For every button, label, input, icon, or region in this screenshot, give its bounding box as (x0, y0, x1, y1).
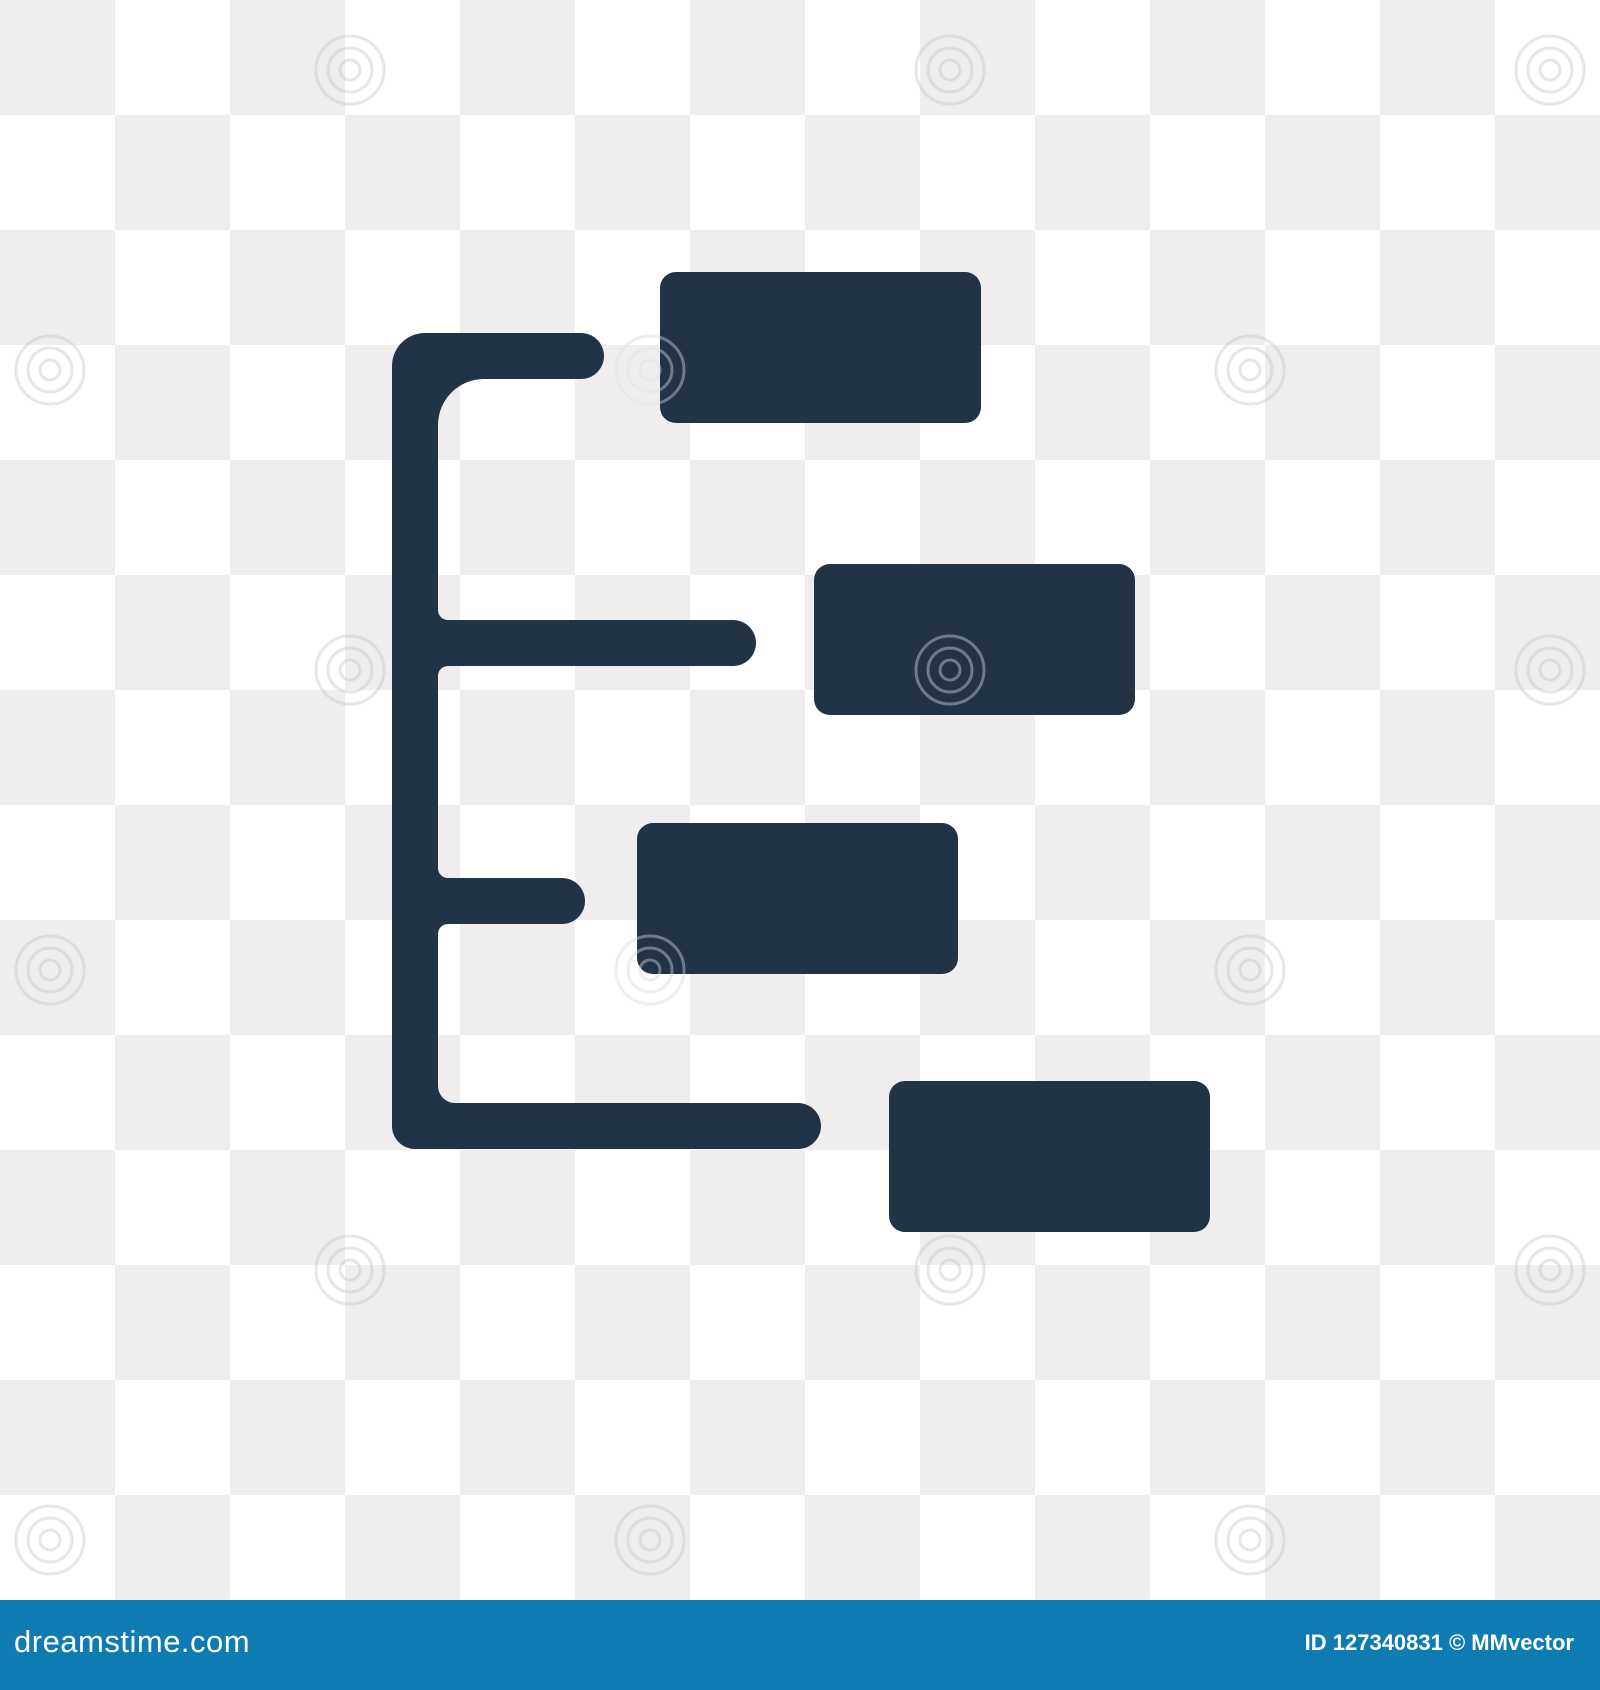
watermark-spiral-icon (1514, 1234, 1586, 1306)
watermark-spiral-icon (314, 34, 386, 106)
watermark-spiral-icon (1514, 34, 1586, 106)
footer-bar: dreamstime.com ID 127340831 © MMvector (0, 1600, 1600, 1690)
footer-image-id: ID 127340831 © MMvector (1304, 1630, 1574, 1655)
tree-node-box-1 (660, 272, 981, 423)
hierarchy-tree-icon (392, 272, 1210, 1232)
watermark-spiral-icon (1214, 934, 1286, 1006)
tree-node-box-2 (814, 564, 1135, 715)
footer-site-name: dreamstime.com (14, 1624, 251, 1659)
watermark-spiral-icon (614, 1504, 686, 1576)
watermark-spiral-icon (1214, 334, 1286, 406)
watermark-spiral-icon (914, 634, 986, 706)
watermark-spiral-icon (614, 334, 686, 406)
watermark-spiral-icon (314, 1234, 386, 1306)
watermark-spiral-icon (1514, 634, 1586, 706)
watermark-spiral-icon (14, 934, 86, 1006)
watermark-spiral-icon (14, 334, 86, 406)
watermark-spiral-icon (914, 34, 986, 106)
checkerboard-background (0, 0, 1600, 1600)
watermark-overlay-spirals (614, 334, 986, 1006)
watermark-spiral-icon (314, 634, 386, 706)
tree-connector-lines (392, 333, 821, 1149)
watermark-layer (14, 34, 1586, 1576)
watermark-spiral-icon (1214, 1504, 1286, 1576)
tree-node-box-3 (637, 823, 958, 974)
watermark-spiral-icon (14, 1504, 86, 1576)
tree-node-box-4 (889, 1081, 1210, 1232)
watermark-spiral-icon (614, 934, 686, 1006)
watermark-spiral-icon (914, 1234, 986, 1306)
